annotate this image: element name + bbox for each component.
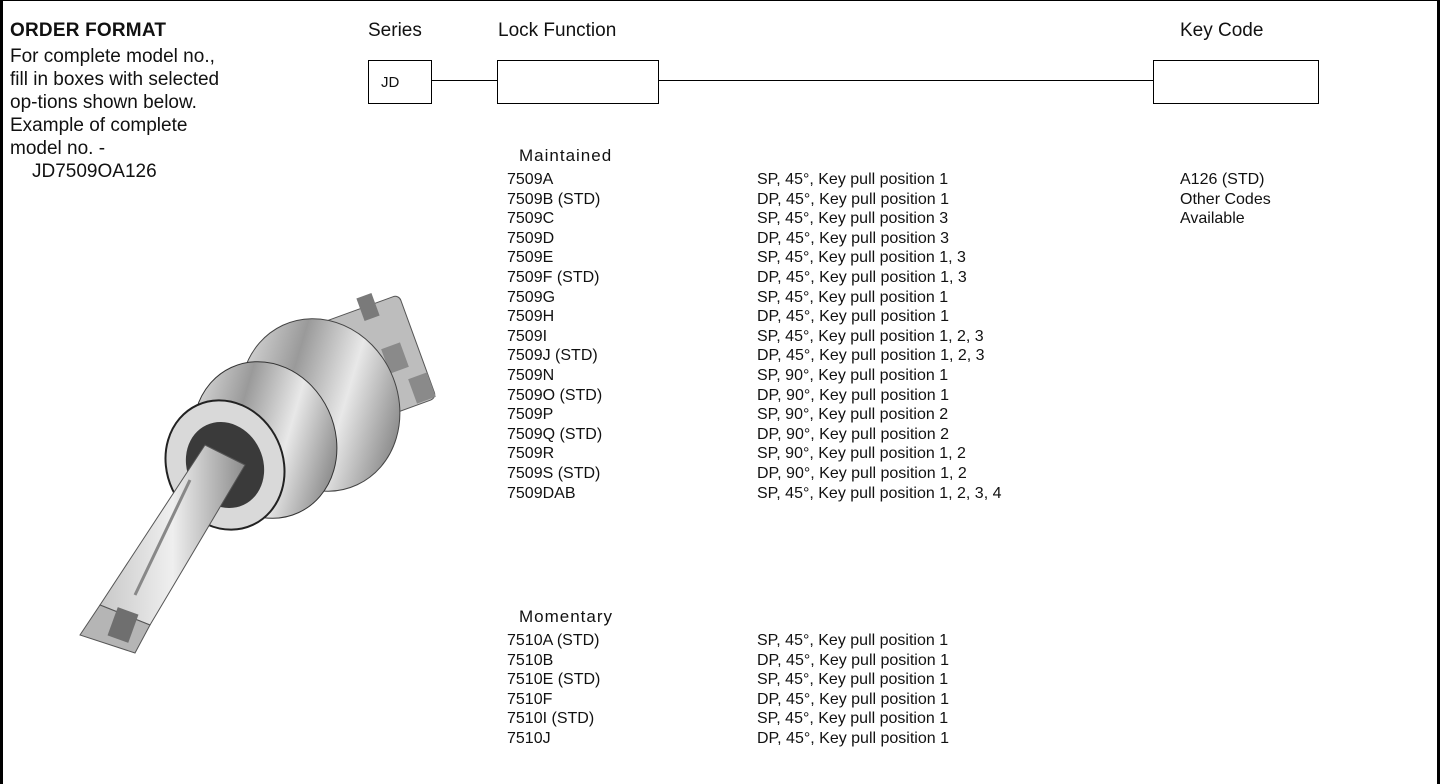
lock-function-code: 7509H bbox=[507, 308, 555, 326]
lock-function-code: 7509Q (STD) bbox=[507, 425, 603, 443]
lock-function-description: SP, 45°, Key pull position 1, 3 bbox=[757, 249, 966, 267]
lock-function-code: 7510F bbox=[507, 690, 553, 708]
lock-function-description: SP, 45°, Key pull position 1, 2, 3 bbox=[757, 327, 984, 345]
connector-line bbox=[659, 80, 1153, 81]
lock-function-description: DP, 90°, Key pull position 1 bbox=[757, 386, 949, 404]
lock-function-description: SP, 45°, Key pull position 3 bbox=[757, 210, 949, 228]
lock-function-description: DP, 45°, Key pull position 3 bbox=[757, 229, 949, 247]
lock-function-description: DP, 45°, Key pull position 1 bbox=[757, 651, 949, 669]
example-model-number: JD7509OA126 bbox=[32, 161, 157, 182]
lock-function-code: 7509G bbox=[507, 288, 556, 306]
lock-function-description: DP, 45°, Key pull position 1 bbox=[757, 729, 949, 747]
key-code-line: Other Codes bbox=[1180, 190, 1271, 208]
lock-function-description: SP, 45°, Key pull position 1 bbox=[757, 632, 949, 649]
lock-function-code: 7509O (STD) bbox=[507, 386, 603, 404]
lock-function-code: 7510B bbox=[507, 651, 554, 669]
key-switch-photo bbox=[79, 292, 436, 654]
lock-function-description: SP, 45°, Key pull position 1 bbox=[757, 710, 949, 728]
lock-function-code: 7509J (STD) bbox=[507, 347, 598, 365]
momentary-label: Momentary bbox=[519, 607, 614, 626]
lock-function-description: DP, 45°, Key pull position 1 bbox=[757, 308, 949, 326]
connector-line bbox=[432, 80, 497, 81]
instruction-line: Example of complete bbox=[10, 115, 188, 136]
lock-function-code: 7509S (STD) bbox=[507, 464, 601, 482]
lock-function-code: 7509D bbox=[507, 229, 555, 247]
lock-function-description: DP, 45°, Key pull position 1, 2, 3 bbox=[757, 347, 985, 365]
key-code-options: A126 (STD) Other Codes Available bbox=[1180, 170, 1271, 229]
lock-function-description: DP, 45°, Key pull position 1 bbox=[757, 690, 949, 708]
lock-function-description: DP, 45°, Key pull position 1, 3 bbox=[757, 268, 967, 286]
key-code-line: A126 (STD) bbox=[1180, 171, 1265, 188]
lock-function-code: 7510A (STD) bbox=[507, 632, 600, 649]
lock-function-code: 7509F (STD) bbox=[507, 268, 600, 286]
series-header: Series bbox=[368, 20, 422, 41]
lock-function-code: 7509C bbox=[507, 210, 555, 228]
instruction-line: op-tions shown below. bbox=[10, 92, 197, 113]
lock-function-code: 7509N bbox=[507, 366, 555, 384]
key-code-line: Available bbox=[1180, 210, 1245, 228]
order-format-instructions: For complete model no., fill in boxes wi… bbox=[10, 45, 350, 183]
lock-function-description: SP, 90°, Key pull position 2 bbox=[757, 406, 949, 424]
instruction-line: fill in boxes with selected bbox=[10, 69, 220, 90]
key-code-header: Key Code bbox=[1180, 20, 1264, 41]
instruction-line: model no. - bbox=[10, 138, 106, 159]
lock-function-description: SP, 90°, Key pull position 1 bbox=[757, 366, 949, 384]
lock-function-code: 7509I bbox=[507, 327, 548, 345]
maintained-label: Maintained bbox=[519, 146, 613, 165]
lock-function-code: 7509DAB bbox=[507, 484, 576, 502]
lock-function-description: SP, 45°, Key pull position 1 bbox=[757, 671, 949, 689]
lock-function-header: Lock Function bbox=[498, 20, 617, 41]
lock-function-code: 7509B (STD) bbox=[507, 190, 601, 208]
lock-function-code: 7510E (STD) bbox=[507, 671, 601, 689]
series-box: JD bbox=[368, 60, 432, 104]
lock-function-description: DP, 45°, Key pull position 1 bbox=[757, 190, 949, 208]
lock-function-description: SP, 45°, Key pull position 1 bbox=[757, 288, 949, 306]
lock-function-code: 7509A bbox=[507, 171, 554, 188]
lock-function-description: SP, 90°, Key pull position 1, 2 bbox=[757, 445, 966, 463]
lock-function-description: SP, 45°, Key pull position 1, 2, 3, 4 bbox=[757, 484, 1002, 502]
instruction-line: For complete model no., bbox=[10, 46, 215, 67]
lock-function-description: DP, 90°, Key pull position 2 bbox=[757, 425, 949, 443]
lock-function-box bbox=[497, 60, 659, 104]
order-format-title: ORDER FORMAT bbox=[10, 20, 167, 41]
lock-function-code: 7510I (STD) bbox=[507, 710, 595, 728]
lock-function-code: 7509P bbox=[507, 406, 554, 424]
key-code-box bbox=[1153, 60, 1319, 104]
lock-function-description: DP, 90°, Key pull position 1, 2 bbox=[757, 464, 967, 482]
lock-function-code: 7509E bbox=[507, 249, 554, 267]
lock-function-code: 7510J bbox=[507, 729, 551, 747]
lock-function-description: SP, 45°, Key pull position 1 bbox=[757, 171, 949, 188]
lock-function-code: 7509R bbox=[507, 445, 555, 463]
